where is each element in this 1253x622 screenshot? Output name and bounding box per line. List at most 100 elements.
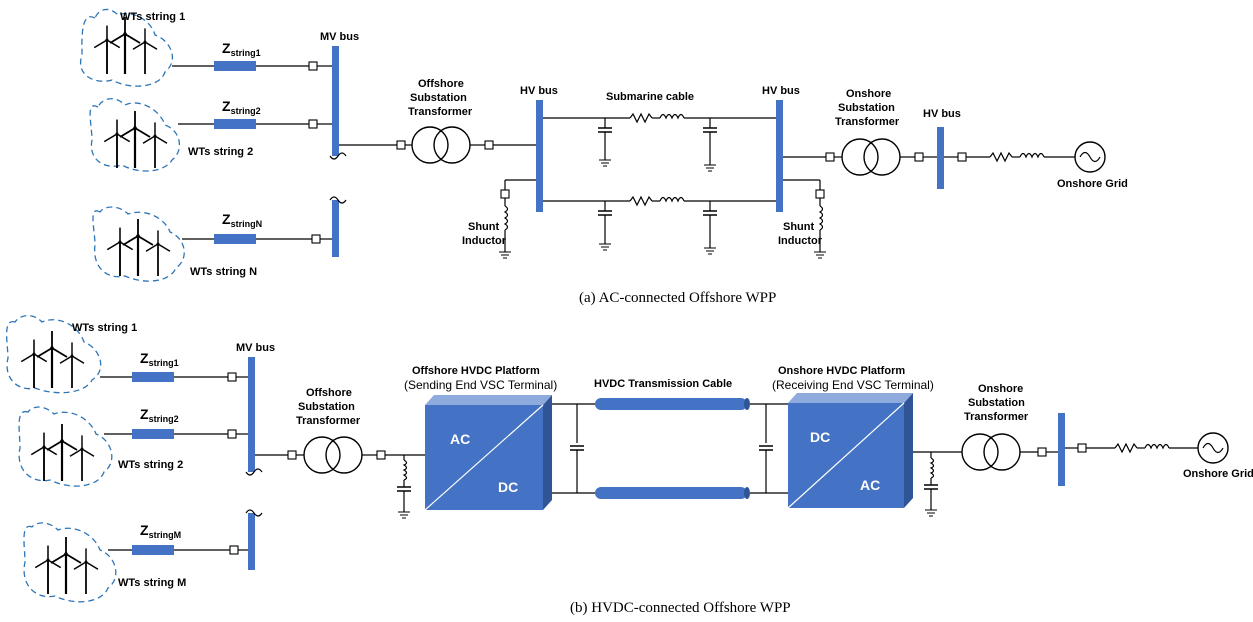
hv-bus-left-label: HV bus <box>520 85 558 97</box>
ac-source-icon <box>1074 141 1106 173</box>
hv-bus-right-label: HV bus <box>762 85 800 97</box>
panel-b: WTs string 1 WTs string 2 WTs string M Z… <box>5 314 1253 616</box>
offshore-transformer-label-1: Offshore <box>418 78 464 90</box>
ac-source-icon <box>1197 432 1229 464</box>
z-stringM-label: ZstringM <box>140 522 181 540</box>
conv2-ac-label: AC <box>860 477 880 493</box>
impedance-string2 <box>214 119 256 129</box>
wind-turbine-icon <box>94 17 157 74</box>
inductor-icon <box>503 205 509 231</box>
mv-bus <box>332 46 339 156</box>
z-string1-label: Zstring1 <box>222 40 261 58</box>
impedance-string2 <box>132 429 174 439</box>
onshore-transformer-label-1: Onshore <box>846 88 891 100</box>
wt-string-1-group: WTs string 1 <box>5 314 137 394</box>
hv-bus-left <box>536 100 543 212</box>
inductor-icon <box>1144 443 1170 450</box>
impedance-stringN <box>214 234 256 244</box>
conv1-dc-label: DC <box>498 479 518 495</box>
offshore-transformer-label-2: Substation <box>410 92 467 104</box>
shunt-right-label-1: Shunt <box>783 221 814 233</box>
shunt-right-label-2: Inductor <box>778 235 823 247</box>
panel-a: WTs string 1 WTs string 2 WTs string N Z… <box>79 8 1128 306</box>
hv-bus-grid <box>1058 413 1065 486</box>
caption-b: (b) HVDC-connected Offshore WPP <box>570 600 791 616</box>
z-string1-label: Zstring1 <box>140 350 179 368</box>
onshore-platform-label: Onshore HVDC Platform <box>778 365 905 377</box>
caption-a: (a) AC-connected Offshore WPP <box>579 290 776 306</box>
onshore-transformer-label-2: Substation <box>968 397 1025 409</box>
cable-circuit-lower <box>543 195 776 255</box>
resistor-icon <box>629 112 653 124</box>
transformer-icon <box>411 126 471 164</box>
inductor-icon <box>659 196 685 203</box>
wt-string-label: WTs string N <box>190 266 257 278</box>
mv-bus-lower <box>332 200 339 257</box>
impedance-string1 <box>132 372 174 382</box>
transformer-icon <box>303 436 363 474</box>
hv-bus-right <box>776 100 783 212</box>
hvdc-cable-positive <box>595 398 747 410</box>
hvdc-cable-label: HVDC Transmission Cable <box>594 378 732 390</box>
conv2-dc-label: DC <box>810 429 830 445</box>
wind-turbine-icon <box>21 331 84 388</box>
resistor-icon <box>629 195 653 207</box>
wt-string-label: WTs string 2 <box>118 459 183 471</box>
cable-circuit-upper <box>543 112 776 172</box>
offshore-converter: AC DC <box>424 395 552 511</box>
offshore-transformer-label-3: Transformer <box>296 415 361 427</box>
onshore-platform-sub: (Receiving End VSC Terminal) <box>772 378 934 392</box>
resistor-icon <box>989 151 1013 163</box>
submarine-cable-label: Submarine cable <box>606 91 694 103</box>
wt-string-label: WTs string 1 <box>120 11 185 23</box>
inductor-icon <box>402 459 408 481</box>
wind-turbine-icon <box>31 424 94 481</box>
onshore-converter: DC AC <box>787 393 913 509</box>
offshore-transformer-label-2: Substation <box>298 401 355 413</box>
shunt-left-label-1: Shunt <box>468 221 499 233</box>
wt-string-label: WTs string M <box>118 577 186 589</box>
inductor-icon <box>659 113 685 120</box>
offshore-transformer-label-1: Offshore <box>306 387 352 399</box>
wt-string-2-group: WTs string 2 <box>89 98 253 172</box>
onshore-transformer-label-3: Transformer <box>835 116 900 128</box>
shunt-left-label-2: Inductor <box>462 235 507 247</box>
mv-bus <box>248 357 255 472</box>
offshore-platform-sub: (Sending End VSC Terminal) <box>404 378 557 392</box>
onshore-transformer-label-1: Onshore <box>978 383 1023 395</box>
wind-turbine-icon <box>107 219 170 276</box>
mv-bus-label: MV bus <box>320 31 359 43</box>
inductor-icon <box>818 205 824 231</box>
wt-string-2-group: WTs string 2 <box>18 406 183 487</box>
hvdc-cable-negative <box>595 487 747 499</box>
onshore-grid-label: Onshore Grid <box>1183 468 1253 480</box>
wt-string-label: WTs string 2 <box>188 146 253 158</box>
wind-turbine-icon <box>35 537 98 594</box>
mv-bus-label: MV bus <box>236 342 275 354</box>
impedance-string1 <box>214 61 256 71</box>
offshore-platform-label: Offshore HVDC Platform <box>412 365 540 377</box>
conv1-ac-label: AC <box>450 431 470 447</box>
offshore-transformer-label-3: Transformer <box>408 106 473 118</box>
z-string2-label: Zstring2 <box>222 98 261 116</box>
wt-string-n-group: WTs string N <box>92 206 257 282</box>
wt-string-1-group: WTs string 1 <box>79 8 185 87</box>
wt-string-label: WTs string 1 <box>72 322 137 334</box>
inductor-icon <box>1019 152 1045 159</box>
resistor-icon <box>1114 442 1138 454</box>
transformer-icon <box>961 433 1021 471</box>
transformer-icon <box>841 138 901 176</box>
onshore-transformer-label-3: Transformer <box>964 411 1029 423</box>
hv-bus-grid <box>937 127 944 189</box>
impedance-stringM <box>132 545 174 555</box>
onshore-grid-label: Onshore Grid <box>1057 178 1128 190</box>
wind-turbine-icon <box>104 111 167 168</box>
z-stringN-label: ZstringN <box>222 211 262 229</box>
mv-bus-lower <box>248 513 255 570</box>
z-string2-label: Zstring2 <box>140 406 179 424</box>
inductor-icon <box>929 457 935 479</box>
hv-bus-grid-label: HV bus <box>923 108 961 120</box>
onshore-transformer-label-2: Substation <box>838 102 895 114</box>
wt-string-m-group: WTs string M <box>23 522 186 603</box>
